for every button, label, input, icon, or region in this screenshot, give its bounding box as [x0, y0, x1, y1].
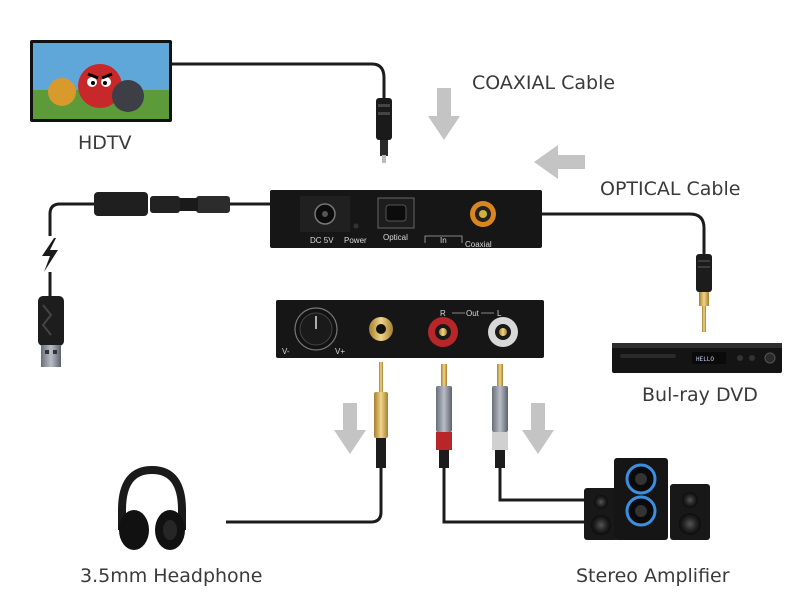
coaxial-arrow [428, 88, 460, 140]
optical-arrow [534, 145, 585, 179]
amplifier-arrow [522, 403, 554, 454]
power-cable [38, 192, 270, 367]
port-label-right: R [440, 309, 446, 318]
label-coaxial-cable: COAXIAL Cable [472, 72, 616, 94]
aux-cable [226, 362, 388, 524]
port-label-left: L [497, 309, 502, 318]
coaxial-cable [542, 212, 712, 332]
port-label-dc: DC 5V [310, 236, 334, 245]
port-label-coaxial: Coaxial [465, 240, 492, 249]
headphone [118, 465, 186, 550]
port-label-vol-plus: V+ [335, 347, 345, 356]
label-optical-cable: OPTICAL Cable [600, 178, 741, 200]
headphone-arrow [334, 403, 366, 454]
label-headphone: 3.5mm Headphone [80, 565, 263, 587]
rca-cables [436, 364, 586, 524]
label-bluray-dvd: Bul-ray DVD [642, 384, 758, 406]
hdtv [30, 40, 172, 122]
converter-output-panel [276, 300, 544, 358]
converter-input-panel [270, 190, 542, 248]
lightning-icon [42, 238, 58, 272]
label-stereo-amplifier: Stereo Amplifier [576, 565, 730, 587]
dvd-display: HELLO [696, 356, 714, 363]
port-label-out: Out [466, 309, 480, 318]
hdtv-optical-cable [172, 62, 392, 163]
stereo-speakers [584, 458, 710, 540]
port-label-optical: Optical [383, 233, 408, 242]
label-hdtv: HDTV [78, 132, 132, 154]
port-label-vol-minus: V- [282, 347, 290, 356]
bluray-player [612, 343, 782, 373]
port-label-power: Power [344, 236, 367, 245]
port-label-in: In [440, 236, 447, 245]
